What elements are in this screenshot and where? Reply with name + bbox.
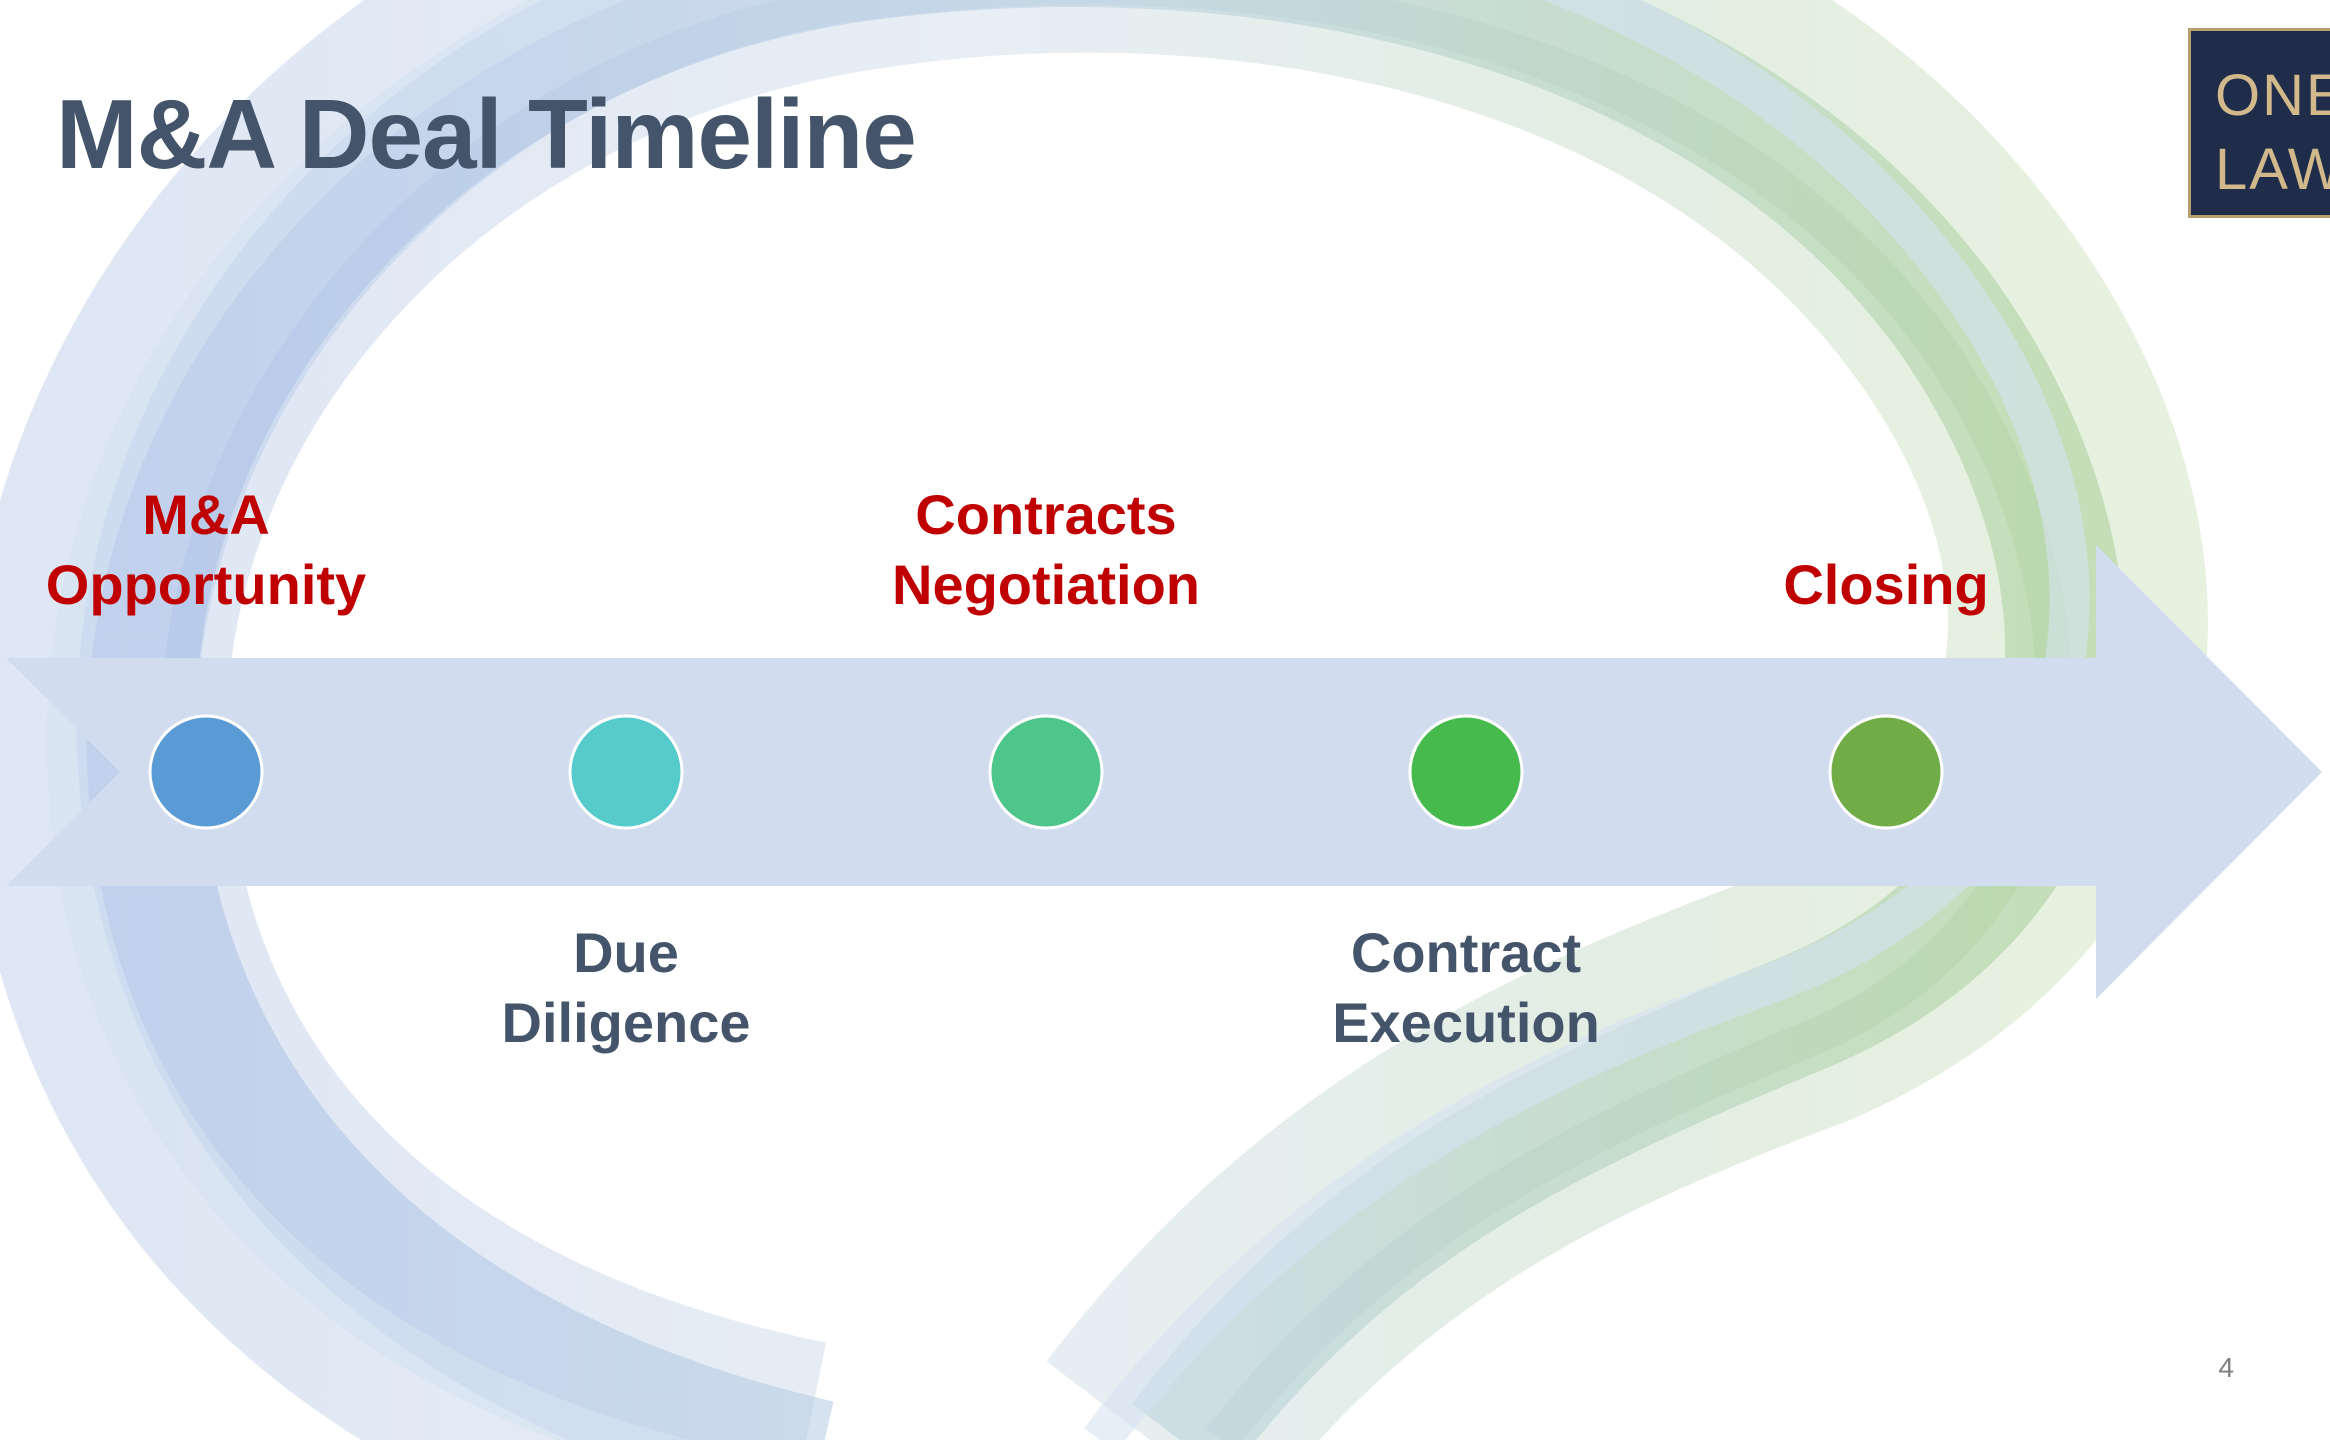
logo-text-line1: ONE: [2215, 63, 2330, 128]
milestone-label-line: Closing: [1783, 553, 1989, 616]
milestone-label-line: Execution: [1332, 991, 1600, 1054]
logo-text-line2: LAW: [2215, 137, 2330, 202]
milestone-label: Closing: [1783, 550, 1988, 620]
milestone-label-line: Opportunity: [45, 553, 367, 616]
slide-title: M&A Deal Timeline: [56, 79, 917, 189]
milestone-label-line: Negotiation: [892, 553, 1200, 616]
milestone-dot: [1828, 714, 1944, 830]
milestone-label: M&A Opportunity: [46, 480, 366, 620]
milestone-label-line: Contract: [1350, 921, 1582, 984]
milestone-dot: [568, 714, 684, 830]
milestone-dot: [148, 714, 264, 830]
milestone-label-line: Due: [573, 921, 679, 984]
timeline-arrow-body: [6, 545, 2322, 999]
firm-logo: ONE LAW: [2188, 28, 2330, 218]
milestone-label-line: Diligence: [501, 991, 751, 1054]
page-number: 4: [2218, 1352, 2234, 1383]
milestone-dot: [988, 714, 1104, 830]
milestone-label-line: Contracts: [915, 483, 1177, 546]
milestone-dot: [1408, 714, 1524, 830]
milestone-label-line: M&A: [142, 483, 270, 546]
